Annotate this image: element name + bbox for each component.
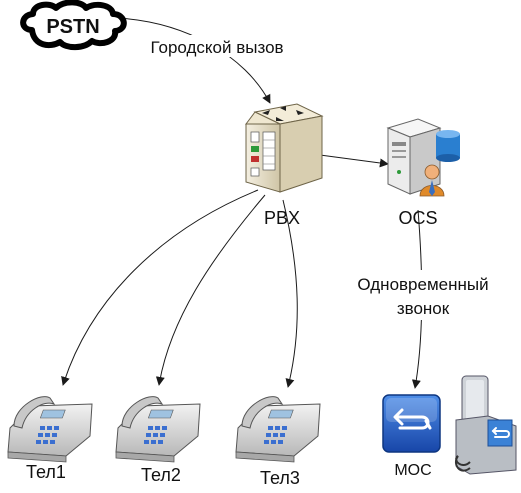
edge-pbx-to-phone2	[155, 194, 266, 386]
pstn-label: PSTN	[46, 16, 99, 38]
edge-label-background	[136, 35, 298, 57]
pstn-cloud: PSTN	[20, 0, 127, 51]
pbx-switch-icon	[245, 103, 324, 193]
edge-label-city-call: Городской вызов	[150, 38, 283, 57]
phone3-label: Тел3	[260, 468, 300, 488]
pbx-label: PBX	[264, 208, 300, 228]
connectors	[61, 17, 423, 389]
desk-phone-2: Тел2	[115, 396, 201, 485]
edge-label-simultaneous-line1: Одновременный	[357, 275, 488, 294]
edge-pbx-to-ocs	[319, 154, 389, 168]
edge-label-simultaneous-line2: звонок	[397, 299, 450, 318]
database-icon	[436, 130, 460, 162]
desk-phone-icon	[235, 396, 321, 463]
ip-phone-icon	[454, 375, 517, 475]
ocs-label: OCS	[398, 208, 437, 228]
edge-pstn-to-pbx	[117, 17, 271, 104]
pbx-ports	[250, 131, 276, 177]
pbx-device: PBX	[245, 103, 324, 228]
desk-phone-3: Тел3	[235, 396, 321, 488]
ocs-server: OCS	[386, 118, 460, 228]
phone1-label: Тел1	[26, 462, 66, 482]
cloud-icon	[20, 0, 127, 51]
moc-label: MOC	[394, 462, 431, 479]
desk-phone-1: Тел1	[7, 396, 93, 482]
moc-client: MOC	[382, 394, 441, 479]
edge-pbx-to-phone3	[282, 199, 298, 388]
edge-pbx-to-phone1	[61, 189, 259, 386]
desk-phone-icon	[7, 396, 93, 463]
desk-phone-icon	[115, 396, 201, 463]
user-icon	[419, 164, 445, 197]
phone2-label: Тел2	[141, 465, 181, 485]
edge-label-background	[340, 270, 510, 320]
moc-app-icon	[382, 394, 441, 453]
ip-phone	[454, 375, 517, 475]
